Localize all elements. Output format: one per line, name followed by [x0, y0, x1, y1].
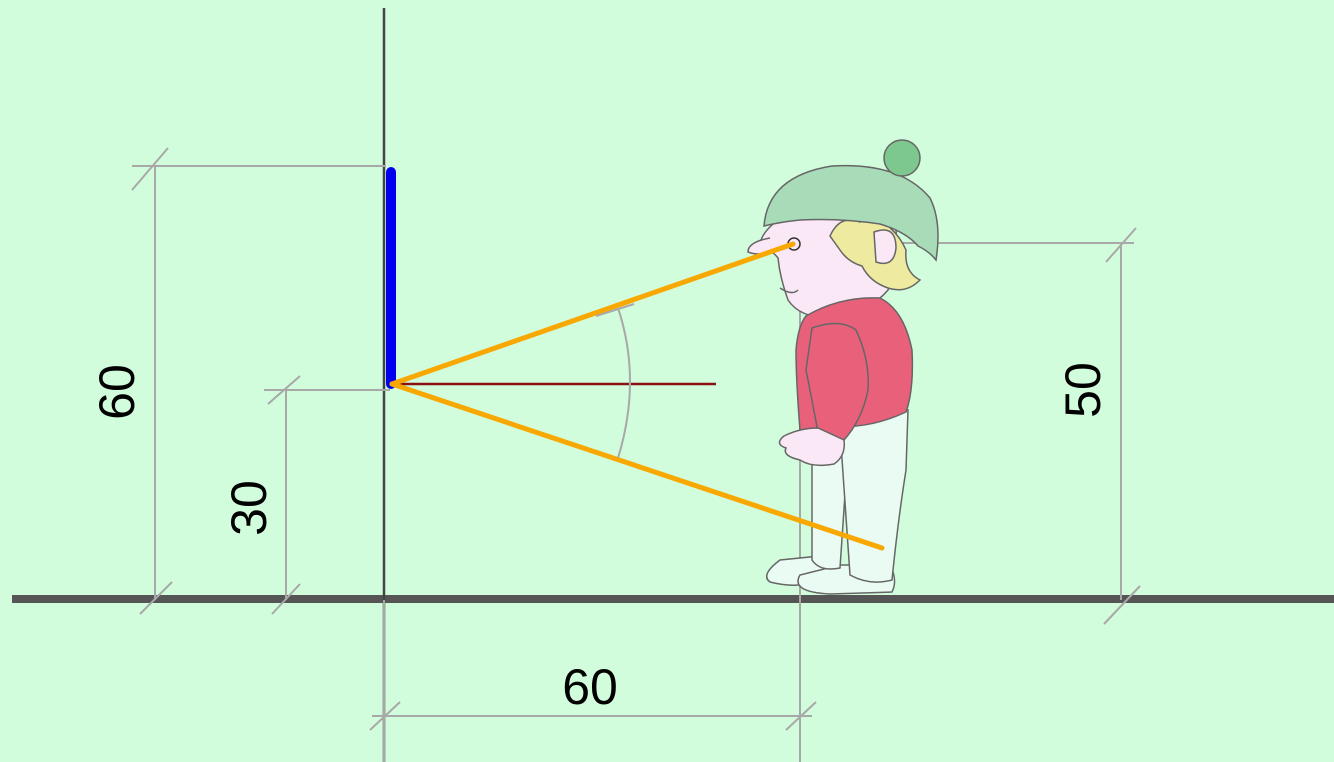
dimension-label-60-vertical: 60 [89, 364, 145, 420]
child-arm [805, 322, 869, 443]
dimension-label-30: 30 [221, 480, 277, 536]
dimension-mirror-top-height: 60 [89, 147, 386, 615]
child-ear [873, 229, 897, 265]
reflected-sight-line [389, 381, 885, 551]
child-pants [811, 439, 849, 570]
child-illustration [747, 139, 939, 595]
dimension-eye-height: 50 [790, 227, 1141, 625]
incident-sight-line [389, 241, 796, 387]
dimension-viewing-distance: 60 [369, 180, 817, 762]
angle-arc [595, 303, 635, 459]
hat-pompom [883, 139, 921, 177]
dimension-label-60-horizontal: 60 [562, 659, 618, 715]
child-hands [778, 427, 846, 467]
dimension-label-50: 50 [1055, 362, 1111, 418]
child-hat [763, 164, 939, 262]
dimension-mirror-bottom-height: 30 [221, 375, 390, 615]
